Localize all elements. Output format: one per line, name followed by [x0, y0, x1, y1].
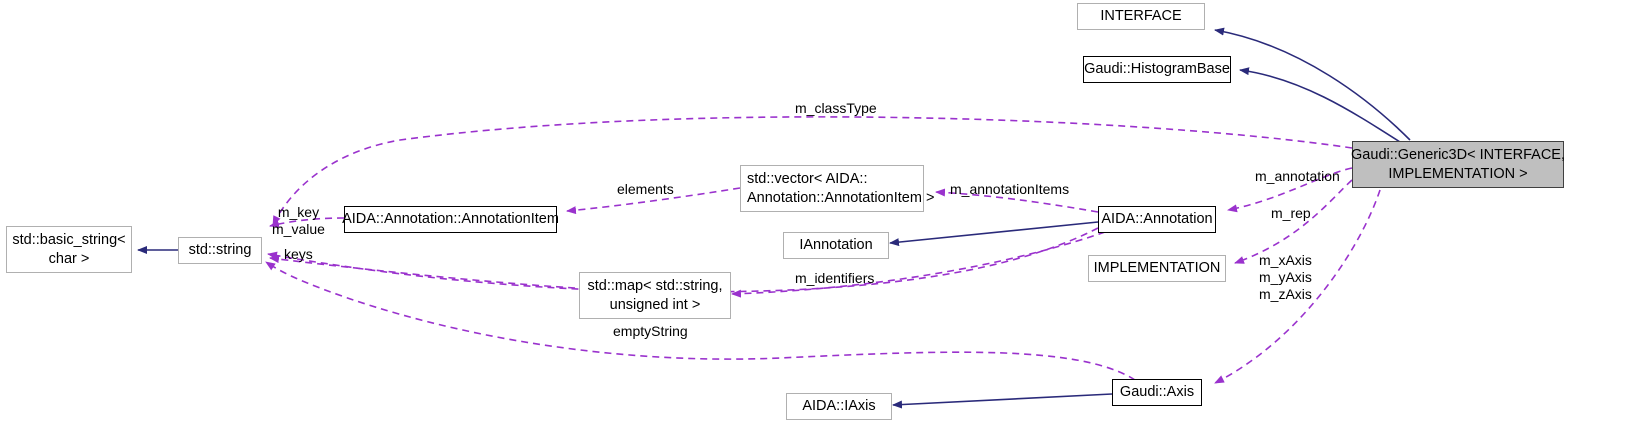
node-aida-annotation[interactable]: AIDA::Annotation [1098, 206, 1216, 233]
node-std-basic-string-line2: char > [48, 250, 90, 267]
edge-label-m-classtype-text: m_classType [795, 100, 877, 116]
node-aida-annotation-annotationitem-label: AIDA::Annotation::AnnotationItem [342, 211, 559, 227]
edge-label-m-value-text: m_value [272, 221, 325, 237]
edge-label-m-classtype: m_classType [795, 100, 877, 117]
node-iannotation-label: IAnnotation [799, 237, 873, 253]
node-gaudi-generic3d-line1: Gaudi::Generic3D< INTERFACE, [1351, 146, 1565, 163]
node-gaudi-histogrambase-label: Gaudi::HistogramBase [1084, 61, 1230, 77]
edge-label-m-yaxis-text: m_yAxis [1259, 269, 1312, 285]
edge-label-elements-text: elements [617, 181, 674, 197]
edge-label-m-identifiers: m_identifiers [795, 270, 874, 287]
edge-label-emptystring-text: emptyString [613, 323, 688, 339]
edge-label-m-zaxis-text: m_zAxis [1259, 286, 1312, 302]
edge-label-m-identifiers-text: m_identifiers [795, 270, 875, 286]
edge-label-keys-text: keys [284, 246, 313, 262]
edge-label-elements: elements [617, 181, 674, 198]
node-std-map-string-uint-line2: unsigned int > [609, 296, 701, 313]
node-std-map-string-uint[interactable]: std::map< std::string, unsigned int > [579, 272, 731, 319]
node-std-basic-string[interactable]: std::basic_string< char > [6, 226, 132, 273]
node-std-vector-annotationitem-line2: Annotation::AnnotationItem > [747, 189, 935, 206]
node-iannotation[interactable]: IAnnotation [783, 232, 889, 259]
node-gaudi-histogrambase[interactable]: Gaudi::HistogramBase [1083, 56, 1231, 83]
node-std-string-label: std::string [188, 242, 252, 258]
edge-label-m-xaxis-text: m_xAxis [1259, 252, 1312, 268]
edge-label-m-annotation-text: m_annotation [1255, 168, 1340, 184]
node-aida-annotation-label: AIDA::Annotation [1101, 211, 1213, 227]
node-std-map-string-uint-line1: std::map< std::string, [587, 277, 723, 294]
node-aida-iaxis-label: AIDA::IAxis [802, 398, 876, 414]
node-gaudi-generic3d[interactable]: Gaudi::Generic3D< INTERFACE, IMPLEMENTAT… [1351, 141, 1565, 188]
edge-label-m-annotationitems-text: m_annotationItems [950, 181, 1070, 197]
node-interface[interactable]: INTERFACE [1077, 3, 1205, 30]
edge-label-m-annotationitems: m_annotationItems [950, 181, 1069, 198]
node-interface-label: INTERFACE [1100, 8, 1182, 24]
node-gaudi-axis[interactable]: Gaudi::Axis [1112, 379, 1202, 406]
node-gaudi-generic3d-line2: IMPLEMENTATION > [1388, 165, 1528, 182]
node-std-string[interactable]: std::string [178, 237, 262, 264]
node-gaudi-axis-label: Gaudi::Axis [1119, 384, 1195, 400]
edge-label-m-key-text: m_key [277, 204, 320, 220]
edge-label-axes: m_xAxis m_yAxis m_zAxis [1259, 252, 1312, 303]
edge-label-m-rep: m_rep [1271, 205, 1311, 222]
edge-label-keys: keys [284, 246, 313, 263]
edge-label-m-rep-text: m_rep [1271, 205, 1311, 221]
node-aida-iaxis[interactable]: AIDA::IAxis [786, 393, 892, 420]
node-aida-annotation-annotationitem[interactable]: AIDA::Annotation::AnnotationItem [342, 206, 559, 233]
node-std-vector-annotationitem-line1: std::vector< AIDA:: [747, 170, 868, 187]
node-std-basic-string-line1: std::basic_string< [12, 231, 126, 248]
node-implementation[interactable]: IMPLEMENTATION [1088, 255, 1226, 282]
edge-label-m-annotation: m_annotation [1255, 168, 1340, 185]
edge-label-m-key-m-value: m_key m_value [272, 204, 325, 238]
edge-label-emptystring: emptyString [613, 323, 688, 340]
node-implementation-label: IMPLEMENTATION [1093, 260, 1221, 276]
node-std-vector-annotationitem[interactable]: std::vector< AIDA:: Annotation::Annotati… [740, 165, 934, 212]
